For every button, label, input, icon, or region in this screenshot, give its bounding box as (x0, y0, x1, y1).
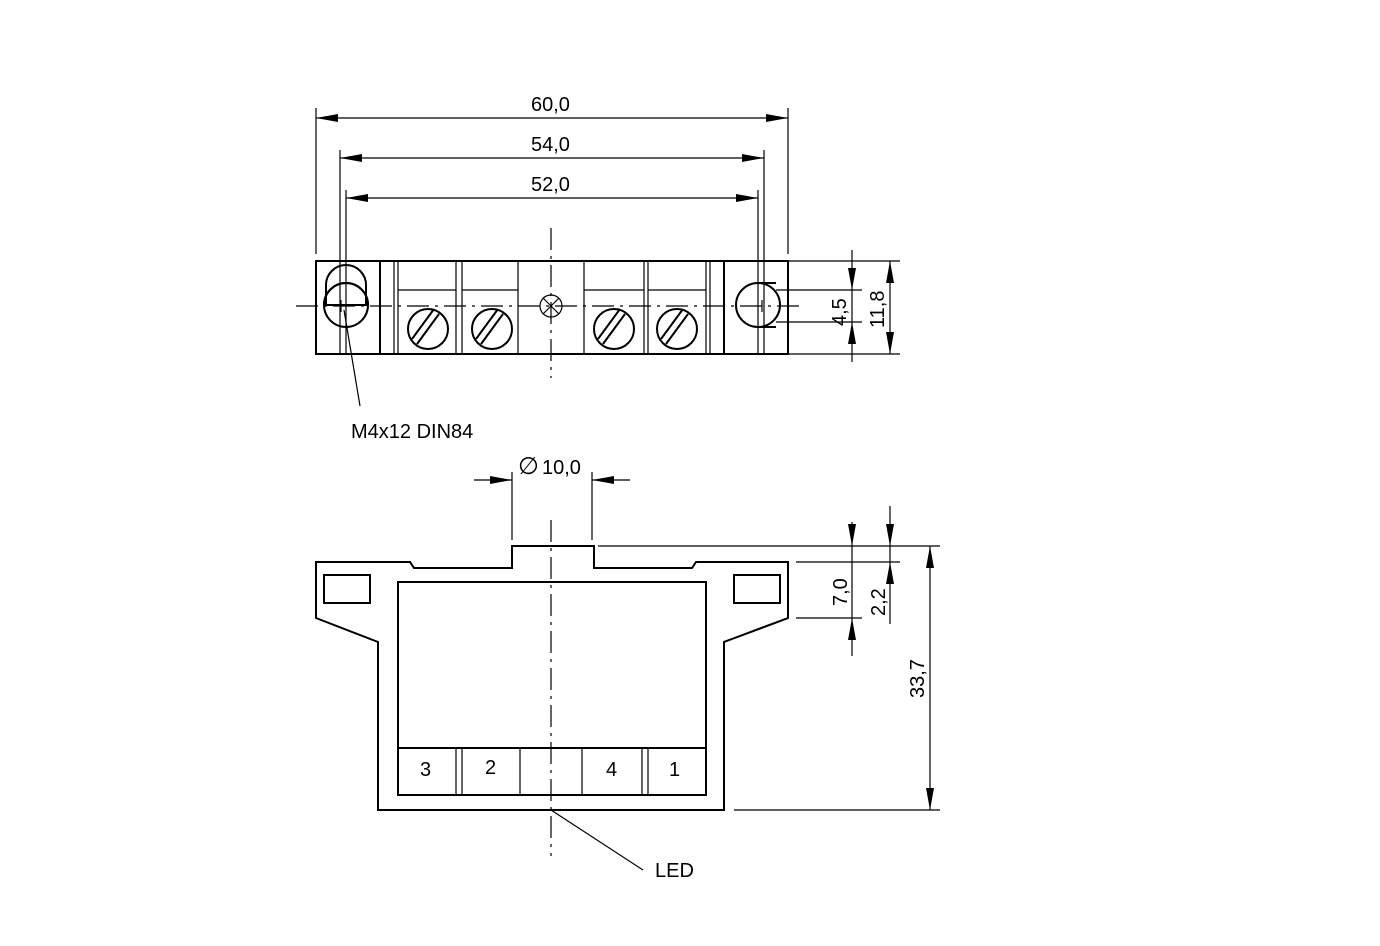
screw-3 (593, 308, 635, 350)
right-mounting-hole (735, 261, 781, 354)
led-label: LED (655, 860, 694, 882)
led-leader (550, 809, 644, 871)
screw-2 (471, 308, 513, 350)
dim-7-0-label: 7,0 (830, 578, 852, 606)
screw-leader (343, 309, 361, 407)
terminal-label: 2 (485, 757, 496, 779)
inner-body (397, 581, 707, 796)
top-view-body (315, 260, 789, 355)
dim-11-8-label: 11,8 (867, 291, 889, 328)
side-view (315, 520, 789, 871)
screw-label: M4x12 DIN84 (351, 421, 473, 443)
left-mounting-hole (323, 261, 369, 354)
side-view-body (315, 545, 789, 811)
top-view (296, 228, 802, 407)
screw-1 (407, 308, 449, 350)
terminal-label: 4 (606, 759, 617, 781)
top-dimensions (315, 108, 900, 362)
dim-54-label: 54,0 (531, 134, 570, 156)
dim-diameter-label: 10,0 (542, 457, 581, 479)
dim-60-label: 60,0 (531, 94, 570, 116)
diameter-symbol: ∅ (518, 453, 539, 480)
dim-4-5-label: 4,5 (829, 298, 851, 326)
terminal-label: 1 (669, 759, 680, 781)
terminal-label: 3 (420, 759, 431, 781)
screw-4 (656, 308, 698, 350)
right-ear-window (733, 574, 781, 604)
side-dimensions (474, 472, 940, 811)
dim-2-2-label: 2,2 (868, 588, 890, 616)
dim-52-label: 52,0 (531, 174, 570, 196)
left-ear-window (323, 574, 371, 604)
dim-33-7-label: 33,7 (907, 659, 929, 698)
